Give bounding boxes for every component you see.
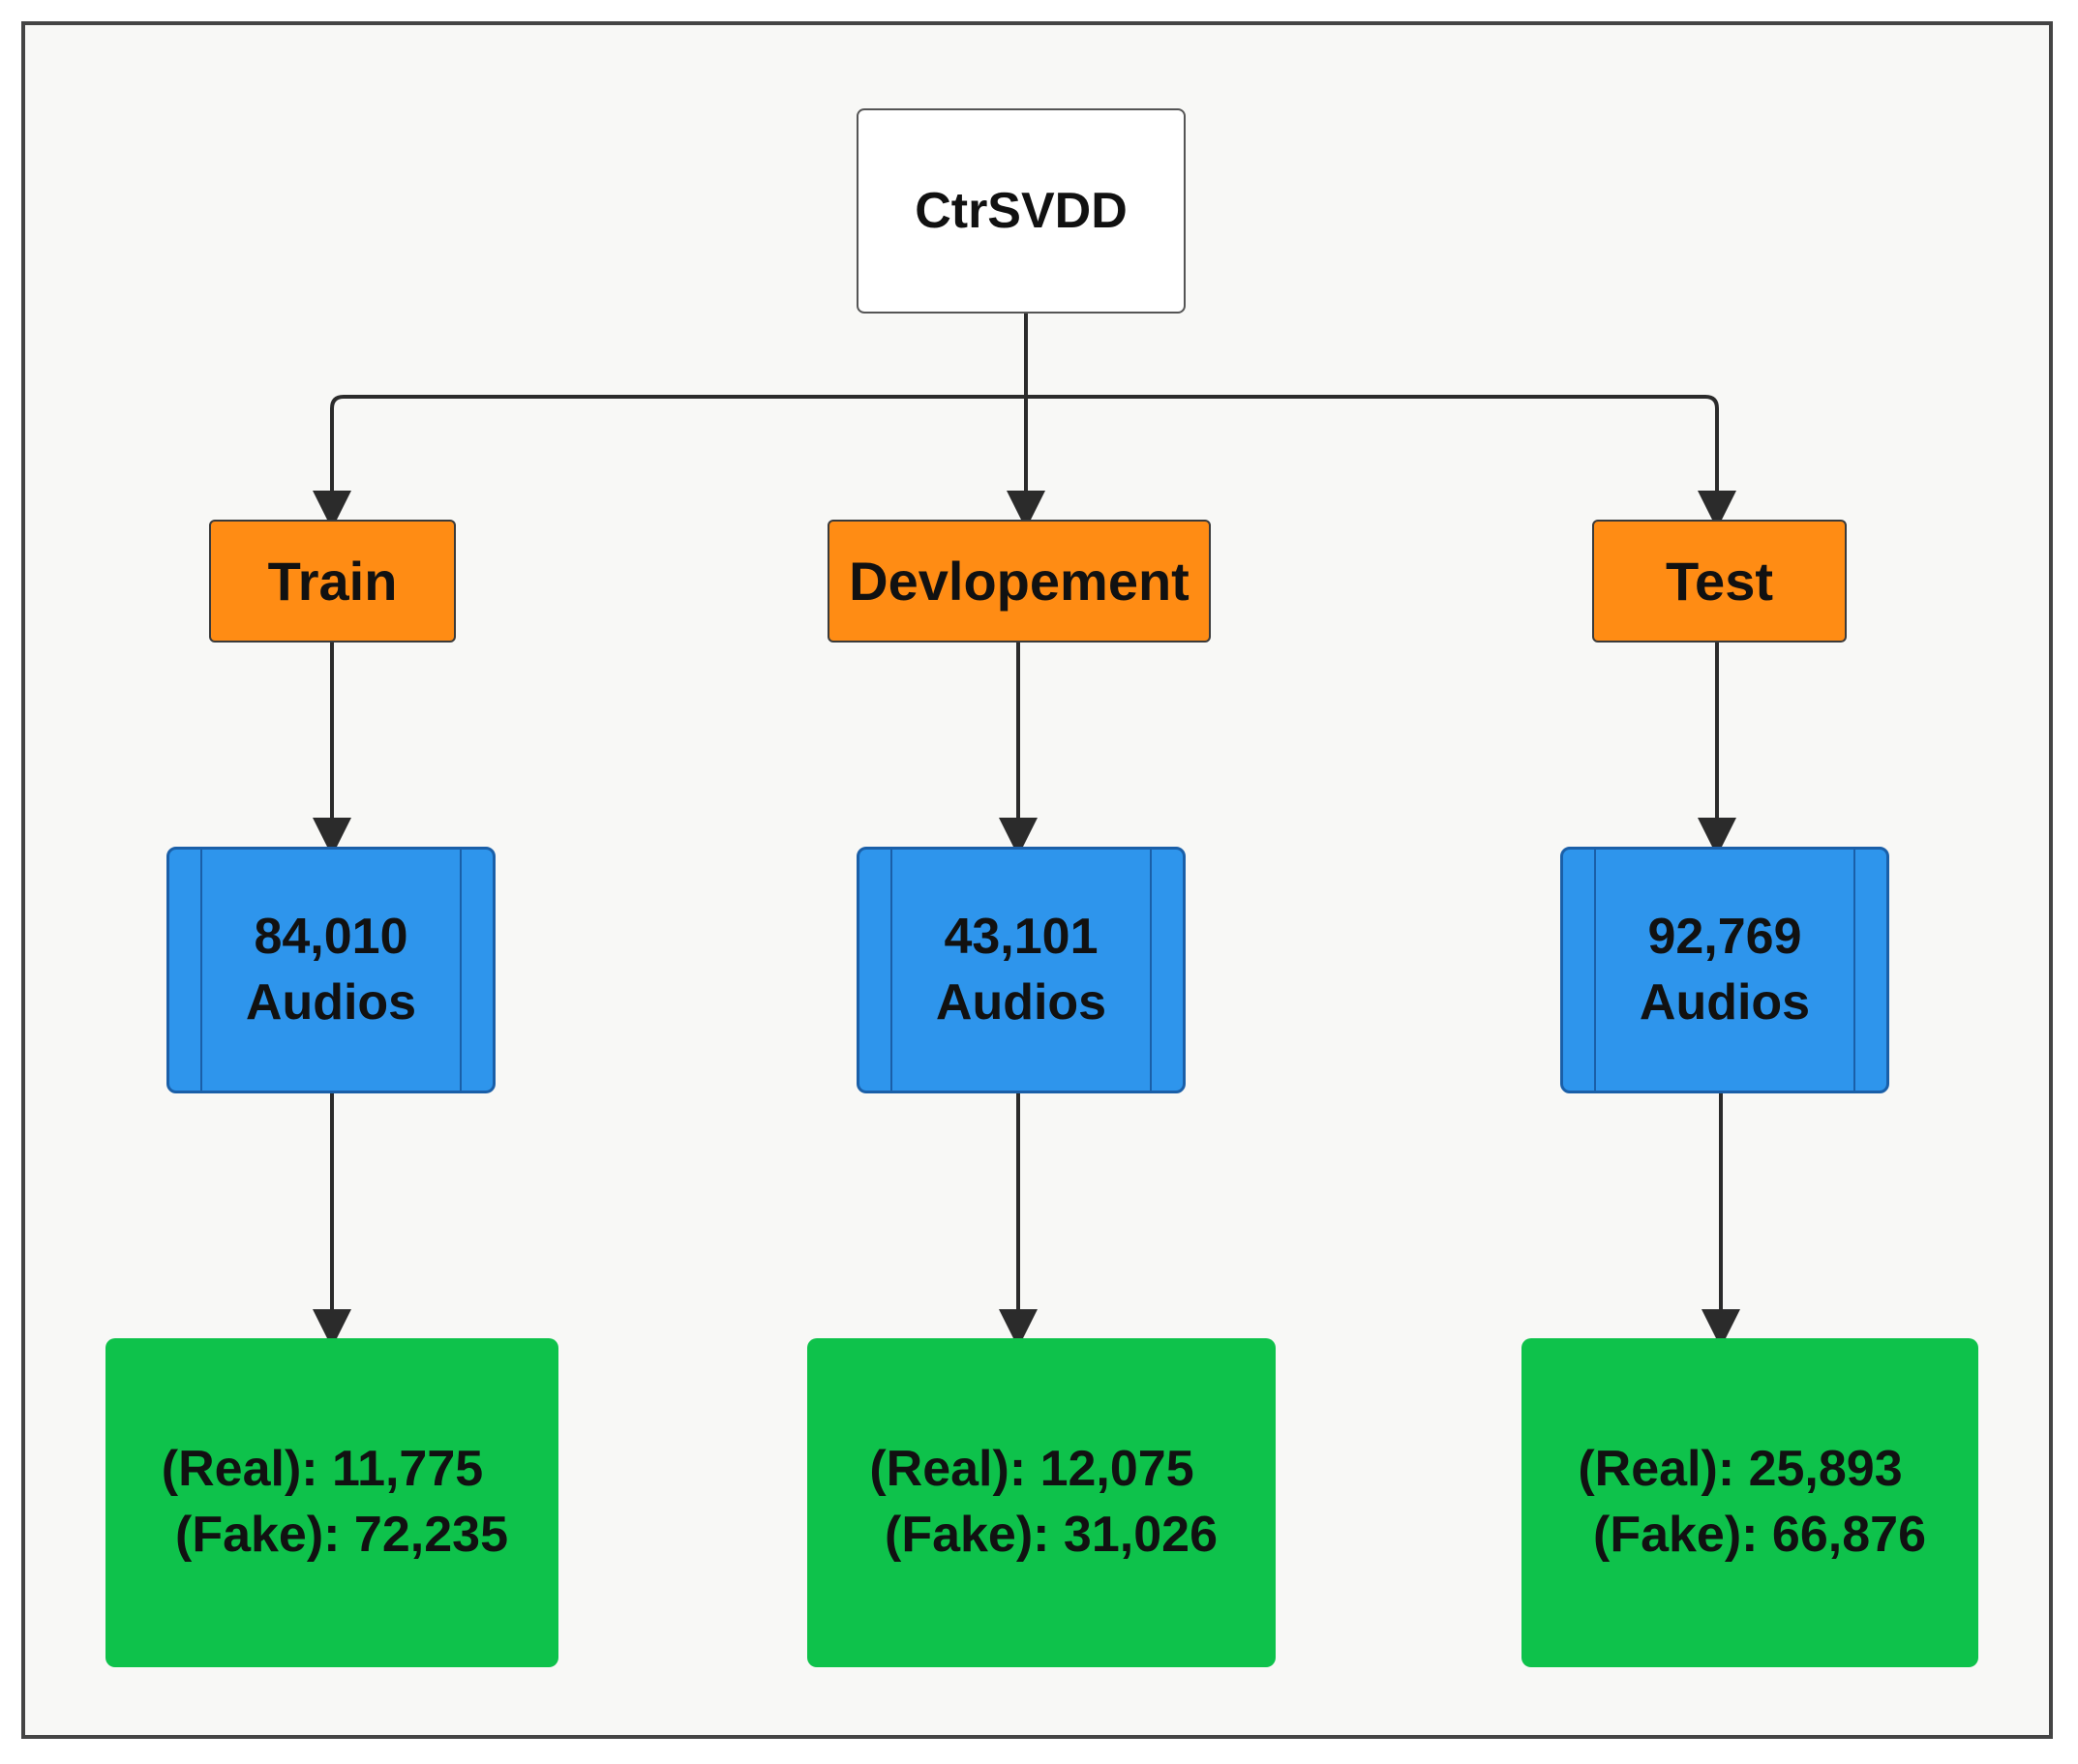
split-node-development: Devlopement bbox=[828, 520, 1211, 643]
audio-count-node-test: 92,769 Audios bbox=[1560, 847, 1889, 1093]
real-fake-node-test: (Real): 25,893 (Fake): 66,876 bbox=[1521, 1338, 1978, 1667]
split-label-test: Test bbox=[1666, 551, 1773, 612]
root-label: CtrSVDD bbox=[915, 183, 1128, 239]
split-node-test: Test bbox=[1592, 520, 1847, 643]
connector-root-to-train bbox=[313, 395, 1026, 529]
audio-count-number-test: 92,769 bbox=[1647, 908, 1802, 965]
real-count-development: (Real): 12,075 bbox=[869, 1441, 1194, 1498]
audio-count-number-development: 43,101 bbox=[944, 908, 1099, 965]
split-label-development: Devlopement bbox=[849, 551, 1190, 612]
audio-count-unit-development: Audios bbox=[935, 973, 1107, 1031]
audio-count-node-train: 84,010 Audios bbox=[166, 847, 496, 1093]
split-label-train: Train bbox=[267, 551, 398, 612]
real-fake-node-train: (Real): 11,775 (Fake): 72,235 bbox=[105, 1338, 558, 1667]
connector-root-to-test bbox=[1026, 395, 1736, 529]
split-node-train: Train bbox=[209, 520, 456, 643]
fake-count-train: (Fake): 72,235 bbox=[175, 1507, 508, 1563]
audio-count-number-train: 84,010 bbox=[254, 908, 408, 965]
audio-count-unit-train: Audios bbox=[245, 973, 417, 1031]
fake-count-test: (Fake): 66,876 bbox=[1593, 1507, 1926, 1563]
audio-count-node-development: 43,101 Audios bbox=[857, 847, 1186, 1093]
real-count-test: (Real): 25,893 bbox=[1578, 1441, 1903, 1498]
fake-count-development: (Fake): 31,026 bbox=[885, 1507, 1218, 1563]
real-count-train: (Real): 11,775 bbox=[161, 1441, 484, 1498]
real-fake-node-development: (Real): 12,075 (Fake): 31,026 bbox=[807, 1338, 1276, 1667]
root-node-ctrsvdd: CtrSVDD bbox=[857, 108, 1186, 314]
audio-count-unit-test: Audios bbox=[1639, 973, 1811, 1031]
